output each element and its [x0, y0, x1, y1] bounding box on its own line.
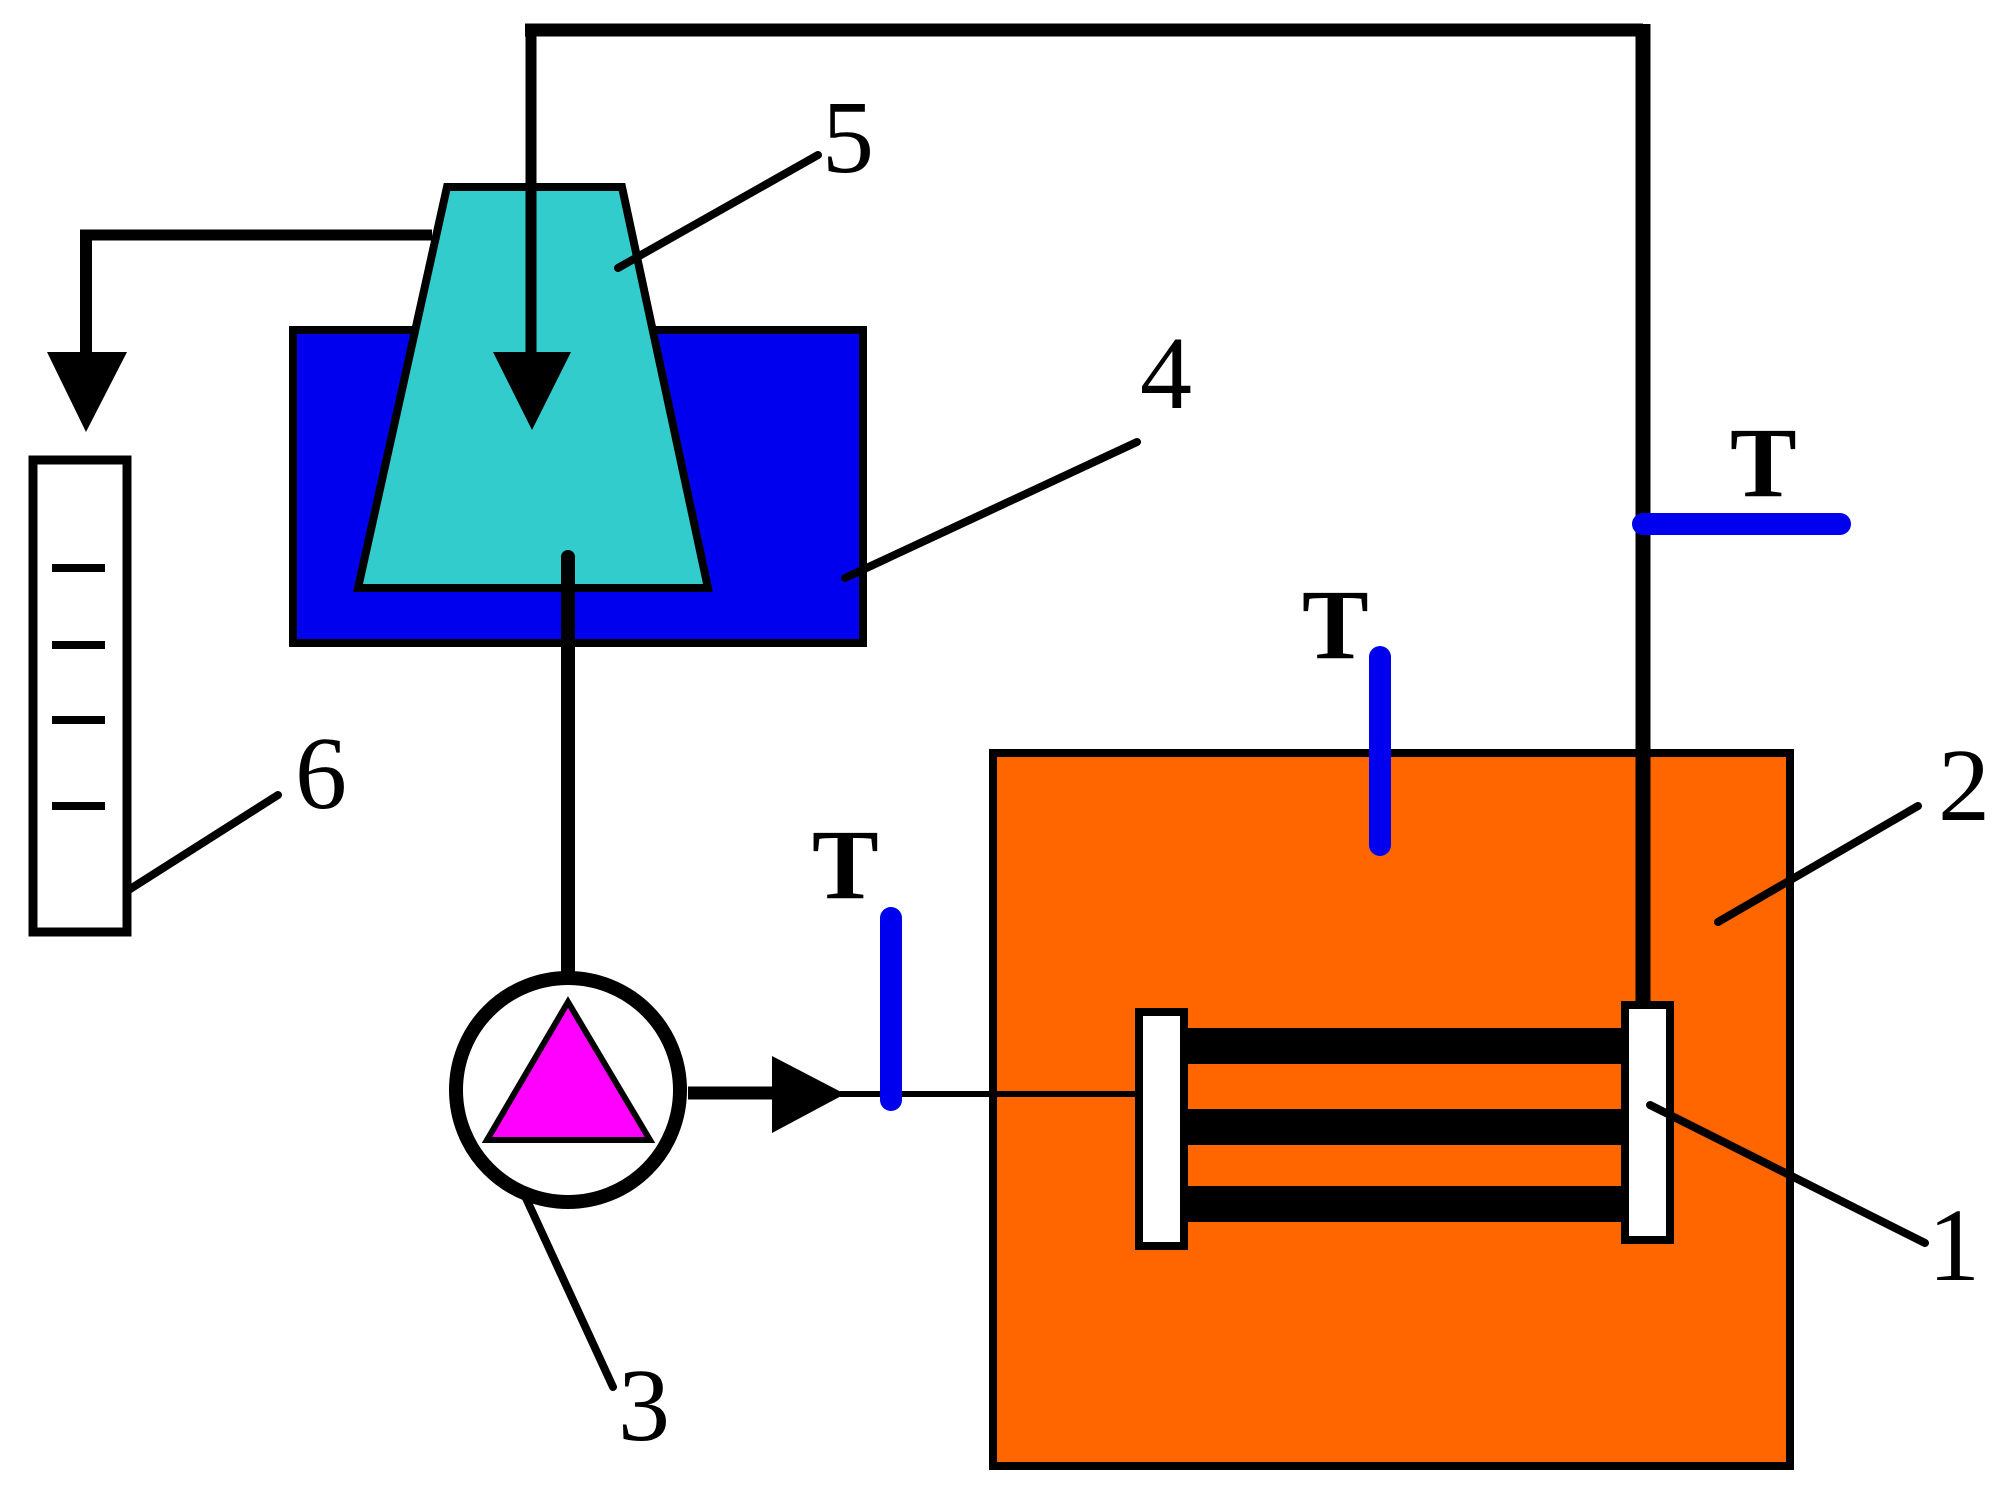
- tube-1: [1180, 1028, 1624, 1064]
- leader-4: [841, 438, 1141, 582]
- tube-2: [1180, 1109, 1624, 1145]
- outlet-header: [1621, 1001, 1674, 1244]
- leader-2: [1714, 802, 1922, 926]
- leader-5: [614, 151, 822, 272]
- label-4: 4: [1140, 316, 1192, 431]
- thermocouple-return-label: T: [1730, 407, 1797, 518]
- thermocouple-inlet-label: T: [812, 809, 879, 920]
- pump-triangle-icon: [481, 996, 656, 1143]
- label-5: 5: [822, 80, 874, 195]
- flow-arrow-discharge: [772, 1056, 845, 1133]
- leader-6: [123, 791, 282, 895]
- measuring-cylinder: [28, 455, 132, 937]
- thermocouple-bath-label: T: [1302, 569, 1369, 680]
- leader-3: [521, 1192, 617, 1391]
- flow-arrow-into-cylinder: [47, 352, 127, 432]
- label-2: 2: [1938, 728, 1990, 843]
- test-section: [1135, 1001, 1674, 1250]
- label-6: 6: [295, 716, 347, 831]
- leader-lines: [123, 151, 1929, 1391]
- tube-3: [1180, 1186, 1624, 1222]
- leader-1: [1646, 1101, 1929, 1247]
- flow-arrow-into-reservoir: [493, 352, 571, 430]
- cylinder-graduations: [52, 564, 105, 810]
- label-1: 1: [1928, 1188, 1980, 1303]
- label-3: 3: [618, 1348, 670, 1463]
- inlet-header: [1135, 1008, 1188, 1250]
